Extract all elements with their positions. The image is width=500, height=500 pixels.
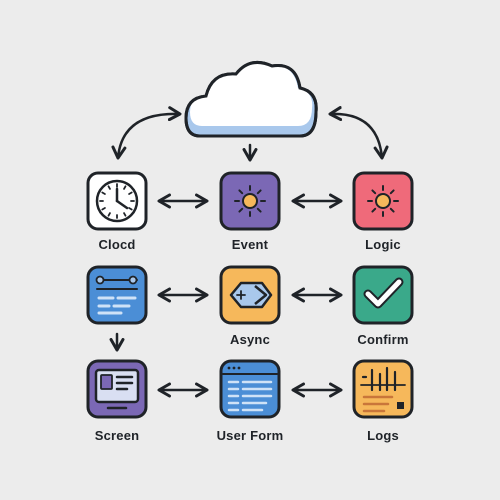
- logic-node: [352, 171, 414, 231]
- timeline-node: [86, 265, 148, 325]
- user-form-node: [219, 359, 281, 419]
- screen-label: Screen: [94, 428, 140, 443]
- async-node: [219, 265, 281, 325]
- cloud-icon: [184, 60, 318, 138]
- async-label: Async: [229, 332, 271, 347]
- log-icon: [360, 366, 406, 413]
- screen-node: [86, 359, 148, 419]
- monitor-icon: [94, 368, 140, 410]
- form-icon: [222, 366, 278, 412]
- logs-node: [352, 359, 414, 419]
- logs-label: Logs: [367, 428, 399, 443]
- clocd-node: [86, 171, 148, 231]
- timeline-icon: [95, 275, 138, 315]
- clocd-label: Clocd: [98, 237, 136, 252]
- cloud-connectors: [111, 106, 389, 162]
- cloud-to-clocd-arrow: [111, 106, 182, 160]
- logic-label: Logic: [365, 237, 401, 252]
- checkmark-icon: [363, 277, 404, 309]
- clock-icon: [95, 179, 139, 223]
- event-node: [219, 171, 281, 231]
- sun-icon: [234, 185, 266, 217]
- row-connectors: [109, 193, 343, 398]
- confirm-node: [352, 265, 414, 325]
- user-form-label: User Form: [216, 428, 284, 443]
- cloud-to-logic-arrow: [328, 106, 389, 160]
- event-label: Event: [231, 237, 269, 252]
- code-tag-icon: [229, 281, 273, 309]
- confirm-label: Confirm: [357, 332, 409, 347]
- sun-icon: [367, 185, 399, 217]
